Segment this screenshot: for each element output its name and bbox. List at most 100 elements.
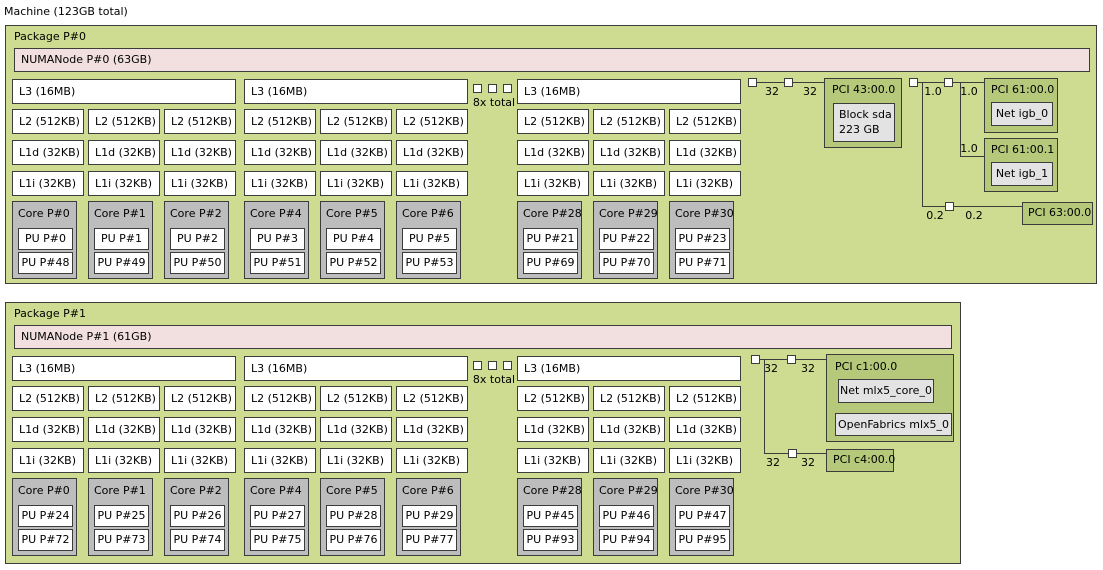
pu-box: PU P#47 bbox=[675, 505, 730, 527]
machine-label: Machine (123GB total) bbox=[4, 5, 128, 18]
pu-box: PU P#93 bbox=[523, 529, 578, 551]
core-label: Core P#28 bbox=[523, 484, 582, 497]
pu-box: PU P#2 bbox=[170, 228, 225, 250]
block-device-size: 223 GB bbox=[839, 123, 880, 136]
core-label: Core P#2 bbox=[170, 207, 222, 220]
l3-cache: L3 (16MB) bbox=[12, 356, 236, 381]
pci-link-square bbox=[751, 355, 760, 364]
pu-box: PU P#25 bbox=[94, 505, 149, 527]
pu-box: PU P#73 bbox=[94, 529, 149, 551]
pu-box: PU P#21 bbox=[523, 228, 578, 250]
pci-link-speed: 1.0 bbox=[960, 142, 978, 155]
elision-square-icon bbox=[473, 361, 482, 370]
l2-cache: L2 (512KB) bbox=[244, 386, 316, 411]
l2-cache: L2 (512KB) bbox=[593, 386, 665, 411]
core-label: Core P#0 bbox=[18, 484, 70, 497]
pci-box-43: PCI 43:00.0 Block sda 223 GB bbox=[824, 78, 902, 148]
pci-link-square bbox=[788, 449, 797, 458]
core-label: Core P#4 bbox=[250, 207, 302, 220]
numa-node: NUMANode P#0 (63GB) bbox=[14, 48, 1090, 72]
pu-box: PU P#4 bbox=[326, 228, 381, 250]
l2-cache: L2 (512KB) bbox=[164, 109, 236, 134]
package-title: Package P#0 bbox=[14, 30, 86, 43]
l2-cache: L2 (512KB) bbox=[12, 109, 84, 134]
block-device: Block sda 223 GB bbox=[833, 103, 895, 142]
pci-link-line bbox=[960, 82, 961, 156]
pci-link-square bbox=[909, 78, 918, 87]
elision-label: 8x total bbox=[472, 373, 516, 386]
l2-cache: L2 (512KB) bbox=[517, 386, 589, 411]
pu-box: PU P#95 bbox=[675, 529, 730, 551]
l2-cache: L2 (512KB) bbox=[669, 386, 741, 411]
l1d-cache: L1d (32KB) bbox=[12, 417, 84, 442]
pu-box: PU P#94 bbox=[599, 529, 654, 551]
pci-title: PCI c1:00.0 bbox=[835, 360, 898, 373]
pu-box: PU P#1 bbox=[94, 228, 149, 250]
pci-link-square bbox=[784, 78, 793, 87]
l1i-cache: L1i (32KB) bbox=[396, 448, 468, 473]
pu-box: PU P#77 bbox=[402, 529, 457, 551]
net-device: Net igb_1 bbox=[991, 162, 1053, 186]
package-title: Package P#1 bbox=[14, 307, 86, 320]
pci-link-speed: 32 bbox=[801, 362, 815, 375]
l1d-cache: L1d (32KB) bbox=[88, 140, 160, 165]
elision-square-icon bbox=[488, 361, 497, 370]
core-label: Core P#5 bbox=[326, 207, 378, 220]
l1i-cache: L1i (32KB) bbox=[320, 448, 392, 473]
openfabrics-device: OpenFabrics mlx5_0 bbox=[835, 413, 952, 436]
l1d-cache: L1d (32KB) bbox=[164, 417, 236, 442]
core-label: Core P#1 bbox=[94, 207, 146, 220]
pci-link-line bbox=[922, 82, 923, 207]
pu-box: PU P#51 bbox=[250, 252, 305, 274]
l1i-cache: L1i (32KB) bbox=[164, 171, 236, 196]
l1d-cache: L1d (32KB) bbox=[517, 140, 589, 165]
pu-box: PU P#27 bbox=[250, 505, 305, 527]
elision-square-icon bbox=[503, 84, 512, 93]
l1d-cache: L1d (32KB) bbox=[12, 140, 84, 165]
pci-link-speed: 32 bbox=[801, 456, 815, 469]
pci-title: PCI c4:00.0 bbox=[833, 453, 896, 466]
l3-cache: L3 (16MB) bbox=[244, 79, 468, 104]
l2-cache: L2 (512KB) bbox=[88, 109, 160, 134]
l1d-cache: L1d (32KB) bbox=[396, 417, 468, 442]
core-label: Core P#28 bbox=[523, 207, 582, 220]
pu-box: PU P#46 bbox=[599, 505, 654, 527]
pu-box: PU P#76 bbox=[326, 529, 381, 551]
l1i-cache: L1i (32KB) bbox=[593, 448, 665, 473]
l2-cache: L2 (512KB) bbox=[164, 386, 236, 411]
pci-link-speed: 32 bbox=[766, 456, 780, 469]
l1i-cache: L1i (32KB) bbox=[244, 448, 316, 473]
core-label: Core P#30 bbox=[675, 207, 734, 220]
block-device-name: Block sda bbox=[839, 108, 892, 121]
l1d-cache: L1d (32KB) bbox=[669, 417, 741, 442]
l1d-cache: L1d (32KB) bbox=[669, 140, 741, 165]
l3-cache: L3 (16MB) bbox=[517, 79, 741, 104]
pci-box-61-1: PCI 61:00.1 Net igb_1 bbox=[984, 138, 1058, 192]
l1d-cache: L1d (32KB) bbox=[164, 140, 236, 165]
pci-link-square bbox=[748, 78, 757, 87]
l1d-cache: L1d (32KB) bbox=[88, 417, 160, 442]
l1i-cache: L1i (32KB) bbox=[517, 171, 589, 196]
pci-link-line bbox=[960, 156, 984, 157]
pu-box: PU P#49 bbox=[94, 252, 149, 274]
l2-cache: L2 (512KB) bbox=[396, 109, 468, 134]
pci-link-speed: 0.2 bbox=[965, 209, 983, 222]
l1d-cache: L1d (32KB) bbox=[320, 140, 392, 165]
core-label: Core P#2 bbox=[170, 484, 222, 497]
pu-box: PU P#24 bbox=[18, 505, 73, 527]
l1i-cache: L1i (32KB) bbox=[669, 171, 741, 196]
pci-link-line bbox=[764, 359, 765, 453]
pci-link-speed: 32 bbox=[765, 85, 779, 98]
pu-box: PU P#26 bbox=[170, 505, 225, 527]
pci-link-square bbox=[945, 202, 954, 211]
pu-box: PU P#5 bbox=[402, 228, 457, 250]
core-label: Core P#1 bbox=[94, 484, 146, 497]
l1i-cache: L1i (32KB) bbox=[164, 448, 236, 473]
package-0: Package P#0 NUMANode P#0 (63GB) 8x total… bbox=[5, 25, 1097, 284]
pci-link-line bbox=[922, 206, 1022, 207]
